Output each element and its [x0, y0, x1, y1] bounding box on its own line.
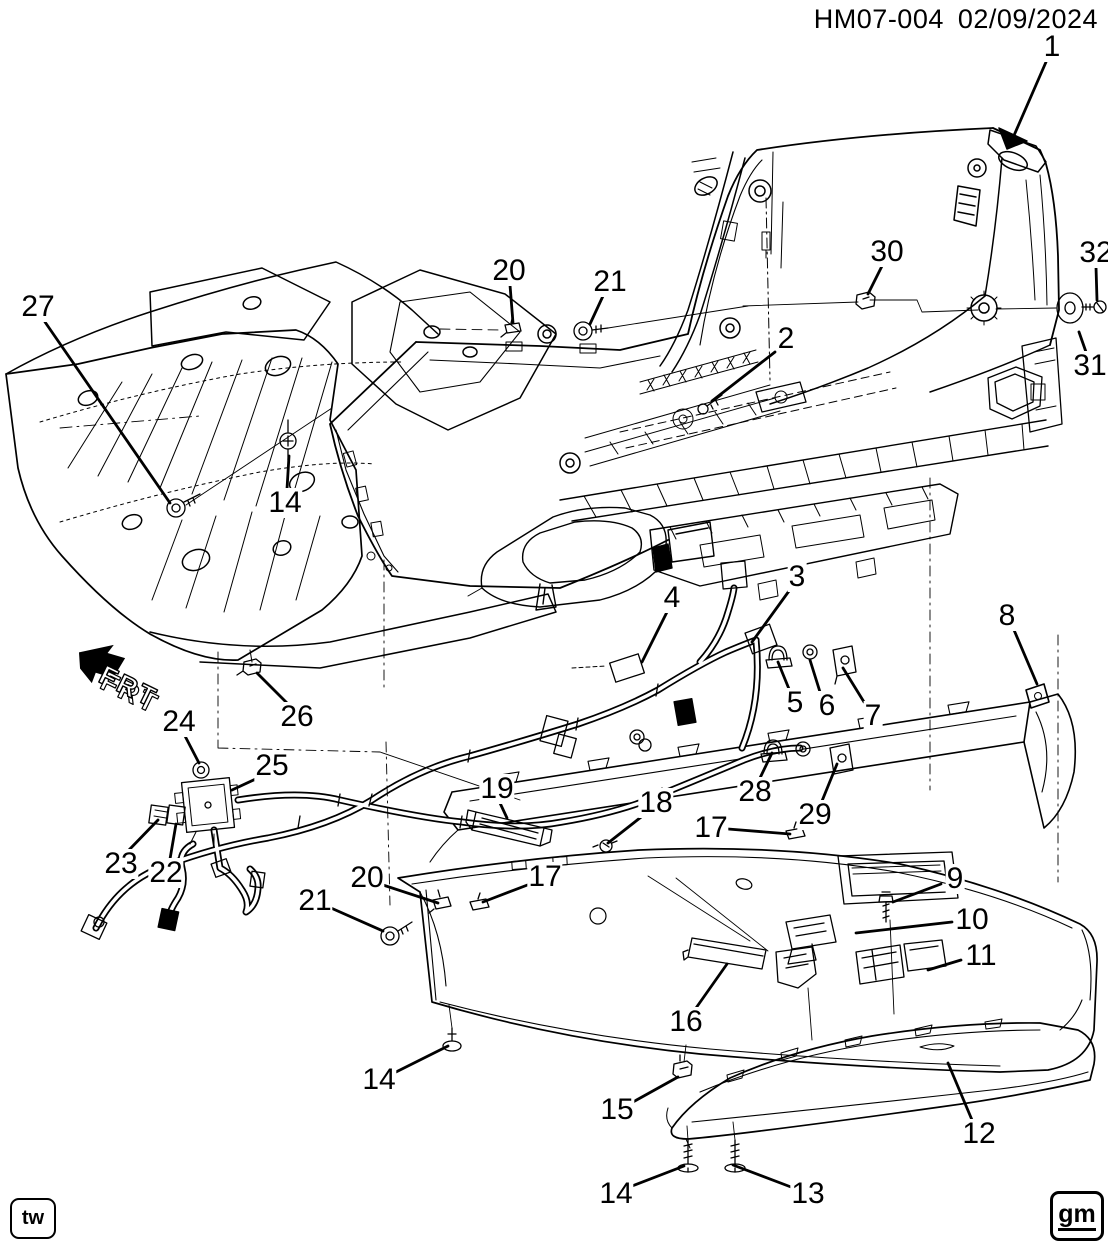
rear-fascia-upper-drawing — [329, 127, 1060, 589]
callout-14a: 14 — [267, 486, 303, 519]
leader-line-13 — [731, 1163, 793, 1189]
leader-line-19 — [498, 801, 509, 820]
callout-16: 16 — [668, 1005, 704, 1038]
callout-11: 11 — [964, 939, 998, 972]
callout-27: 27 — [20, 290, 56, 323]
callout-20a: 20 — [491, 254, 527, 287]
callout-15: 15 — [599, 1093, 635, 1126]
callout-21b: 21 — [297, 884, 333, 917]
body-pillar-drawing — [659, 151, 784, 381]
leader-line-21a — [588, 294, 605, 326]
callout-17a: 17 — [527, 860, 563, 893]
leader-line-3 — [750, 589, 791, 644]
leader-line-1 — [1010, 60, 1048, 142]
leader-line-22 — [168, 822, 178, 861]
leader-line-29 — [820, 762, 839, 803]
leader-line-8 — [1012, 628, 1039, 686]
callout-24: 24 — [161, 705, 197, 738]
fascia-mid-section-drawing — [397, 847, 1098, 1073]
leader-line-27 — [43, 320, 172, 505]
leader-line-10 — [854, 920, 954, 935]
harness-channel-drawing — [465, 809, 553, 847]
callout-20b: 20 — [349, 861, 385, 894]
author-mark: tw — [21, 1207, 45, 1229]
gm-logo: gm — [1050, 1191, 1104, 1241]
leader-line-21b — [329, 906, 385, 933]
leader-line-30 — [866, 264, 884, 296]
hitch-bracket-cluster-drawing — [775, 891, 947, 1041]
callout-29: 29 — [797, 798, 833, 831]
callout-4: 4 — [662, 581, 682, 614]
leader-line-2 — [710, 350, 777, 403]
callout-32: 32 — [1078, 238, 1108, 268]
leader-line-24 — [183, 734, 201, 765]
callout-22: 22 — [148, 856, 184, 889]
author-mark-box: tw — [10, 1198, 56, 1239]
callout-14c: 14 — [598, 1177, 634, 1210]
reference-lines-drawing — [59, 299, 1059, 906]
callout-23: 23 — [103, 847, 139, 880]
callout-5: 5 — [785, 686, 805, 719]
callout-14b: 14 — [361, 1063, 397, 1096]
callout-25: 25 — [254, 749, 290, 782]
leader-line-17b — [726, 827, 792, 836]
callout-19: 19 — [479, 772, 515, 805]
leader-line-32 — [1094, 265, 1099, 302]
leader-line-6 — [808, 658, 822, 694]
callout-17b: 17 — [693, 811, 729, 844]
callout-8: 8 — [997, 599, 1017, 632]
leader-line-18 — [606, 812, 647, 845]
leader-line-16 — [694, 962, 729, 1010]
gm-logo-text: gm — [1058, 1201, 1096, 1231]
leader-line-15 — [631, 1075, 680, 1104]
callout-6: 6 — [817, 689, 837, 722]
rear-floor-structure-drawing — [5, 261, 557, 669]
leader-line-14c — [630, 1164, 686, 1188]
callout-18: 18 — [638, 786, 674, 819]
leader-line-9 — [891, 882, 943, 904]
drawing-header: HM07-004 02/09/2024 — [814, 4, 1098, 35]
callout-3: 3 — [787, 560, 807, 593]
leader-line-7 — [841, 666, 866, 704]
body-sill-and-beam-drawing — [559, 337, 1063, 601]
callout-31: 31 — [1072, 349, 1108, 382]
callout-13: 13 — [790, 1177, 826, 1210]
leader-line-4 — [640, 610, 669, 664]
callout-30: 30 — [869, 235, 905, 268]
frt-direction-arrow: FRT FRT — [78, 644, 165, 720]
fasteners-drawing — [166, 291, 1107, 1173]
leader-line-5 — [776, 660, 791, 691]
leader-line-26 — [255, 671, 290, 706]
leader-line-12 — [946, 1061, 974, 1122]
leader-line-17a — [481, 882, 532, 904]
callout-9: 9 — [945, 862, 965, 895]
callout-28: 28 — [737, 775, 773, 808]
callout-7: 7 — [863, 699, 883, 732]
leader-line-23 — [126, 818, 160, 853]
callout-26: 26 — [279, 700, 315, 733]
callout-2: 2 — [776, 322, 796, 355]
lower-valance-drawing — [666, 1018, 1096, 1149]
leader-line-20a — [508, 283, 515, 325]
leader-line-31 — [1077, 330, 1088, 354]
leader-line-14b — [394, 1044, 450, 1074]
callout-1: 1 — [1042, 30, 1062, 63]
energy-absorber-drawing — [467, 506, 715, 611]
drawing-date: 02/09/2024 — [957, 4, 1098, 34]
callout-21a: 21 — [592, 265, 628, 298]
leader-line-14a — [285, 454, 291, 491]
leader-line-20b — [381, 883, 440, 905]
callout-12: 12 — [961, 1117, 997, 1150]
leader-line-28 — [758, 751, 774, 780]
drawing-number: HM07-004 — [813, 4, 944, 34]
module-and-connectors-drawing — [148, 761, 242, 847]
callout-10: 10 — [954, 903, 990, 936]
callout-leader-lines — [43, 60, 1099, 1189]
leader-line-11 — [926, 958, 963, 972]
